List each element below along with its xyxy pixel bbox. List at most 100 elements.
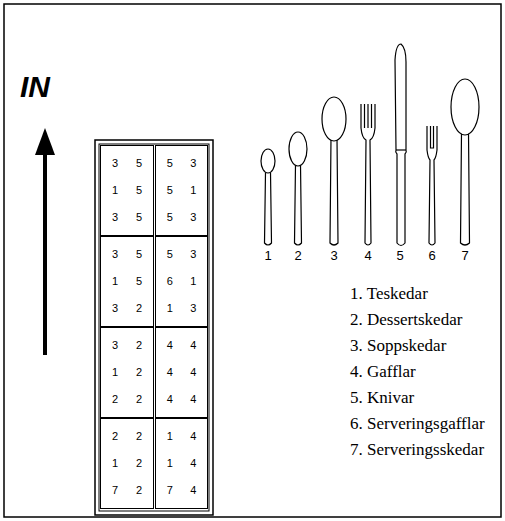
cell-count: 1 [190, 276, 196, 287]
cell-count: 5 [136, 185, 142, 196]
direction-label: IN [20, 72, 50, 102]
legend-item: 2. Dessertskedar [350, 311, 462, 328]
legend-item: 3. Soppskedar [350, 337, 446, 354]
cell-count: 4 [190, 431, 196, 442]
cell-count: 4 [190, 394, 196, 405]
cell-count: 2 [136, 367, 142, 378]
cell-count: 4 [190, 340, 196, 351]
serving-fork [427, 126, 437, 245]
cell-count: 1 [190, 185, 196, 196]
legend-item: 6. Serveringsgafflar [350, 415, 485, 432]
callout-number: 2 [294, 249, 301, 262]
basket-section: 5 3 5 1 5 3 [155, 145, 208, 236]
knife-body [395, 44, 406, 246]
cell-count: 4 [167, 367, 173, 378]
basket-section: 5 3 6 1 1 3 [155, 236, 208, 327]
cell-count: 4 [190, 367, 196, 378]
cell-count: 5 [167, 158, 173, 169]
legend-item: 7. Serveringsskedar [350, 441, 484, 458]
cell-count: 3 [112, 212, 118, 223]
arrow-head [35, 128, 55, 155]
cell-count: 2 [136, 303, 142, 314]
direction-arrow [35, 128, 55, 355]
serving-fork-body [427, 126, 437, 245]
cell-count: 2 [112, 394, 118, 405]
legend-item: 5. Knivar [350, 389, 414, 406]
cutlery [261, 44, 479, 246]
legend-item: 4. Gafflar [350, 363, 416, 380]
frame [4, 4, 501, 517]
fork-tine [367, 104, 368, 128]
serving-spoon [451, 79, 479, 245]
knife [395, 44, 406, 246]
cell-count: 7 [112, 485, 118, 496]
cell-count: 4 [190, 458, 196, 469]
basket-inner [99, 144, 209, 511]
cell-count: 4 [167, 340, 173, 351]
cell-count: 3 [190, 249, 196, 260]
teaspoon [261, 149, 275, 245]
cell-count: 6 [167, 276, 173, 287]
cell-count: 3 [190, 158, 196, 169]
cell-count: 4 [167, 394, 173, 405]
cell-count: 2 [136, 340, 142, 351]
basket-section: 4 4 4 4 4 4 [155, 327, 208, 418]
cell-count: 2 [136, 431, 142, 442]
soup-spoon [322, 97, 346, 245]
cell-count: 5 [136, 276, 142, 287]
cell-count: 1 [112, 276, 118, 287]
cell-count: 5 [136, 212, 142, 223]
serving-spoon-bowl [451, 79, 479, 135]
cell-count: 5 [167, 185, 173, 196]
basket-outline [95, 140, 213, 515]
callout-number: 5 [396, 249, 403, 262]
fork-tine [371, 104, 372, 128]
arrow-shaft [43, 150, 47, 355]
cell-count: 1 [167, 303, 173, 314]
soup-spoon-handle [330, 138, 338, 245]
cell-count: 3 [112, 340, 118, 351]
cell-count: 4 [190, 485, 196, 496]
cell-count: 1 [112, 367, 118, 378]
page-frame [4, 4, 501, 517]
dessert-spoon [289, 132, 307, 245]
cell-count: 2 [112, 431, 118, 442]
serving-spoon-handle [461, 132, 470, 245]
basket-section: 141474 [155, 418, 208, 509]
basket-section: 3 5 1 5 3 5 [100, 145, 154, 236]
cell-count: 2 [136, 458, 142, 469]
cell-count: 2 [136, 394, 142, 405]
teaspoon-bowl [261, 149, 275, 173]
callout-number: 4 [364, 249, 371, 262]
cell-count: 3 [112, 158, 118, 169]
cell-count: 1 [112, 185, 118, 196]
serving-fork-gap [431, 126, 434, 148]
soup-spoon-bowl [322, 97, 346, 141]
callout-number: 7 [461, 249, 468, 262]
cell-count: 5 [136, 158, 142, 169]
legend-item: 1. Teskedar [350, 285, 428, 302]
basket-section: 351532 [100, 236, 154, 327]
cell-count: 2 [136, 485, 142, 496]
cell-count: 5 [167, 212, 173, 223]
cell-count: 1 [167, 431, 173, 442]
cell-count: 1 [112, 458, 118, 469]
callout-number: 1 [264, 249, 271, 262]
knife-bolster [396, 149, 406, 150]
cell-count: 3 [112, 249, 118, 260]
basket-section: 3 2 1 2 2 2 [100, 327, 154, 418]
cell-count: 3 [190, 212, 196, 223]
basket-section: 221272 [100, 418, 154, 509]
fork-body [361, 104, 375, 245]
callout-number: 3 [330, 249, 337, 262]
cell-count: 5 [136, 249, 142, 260]
cell-count: 7 [167, 485, 173, 496]
callout-number: 6 [428, 249, 435, 262]
cell-count: 3 [190, 303, 196, 314]
dessert-spoon-bowl [289, 132, 307, 166]
cell-count: 5 [167, 249, 173, 260]
teaspoon-handle [265, 172, 272, 245]
dessert-spoon-handle [295, 164, 302, 245]
basket [95, 140, 213, 515]
fork [361, 104, 375, 245]
